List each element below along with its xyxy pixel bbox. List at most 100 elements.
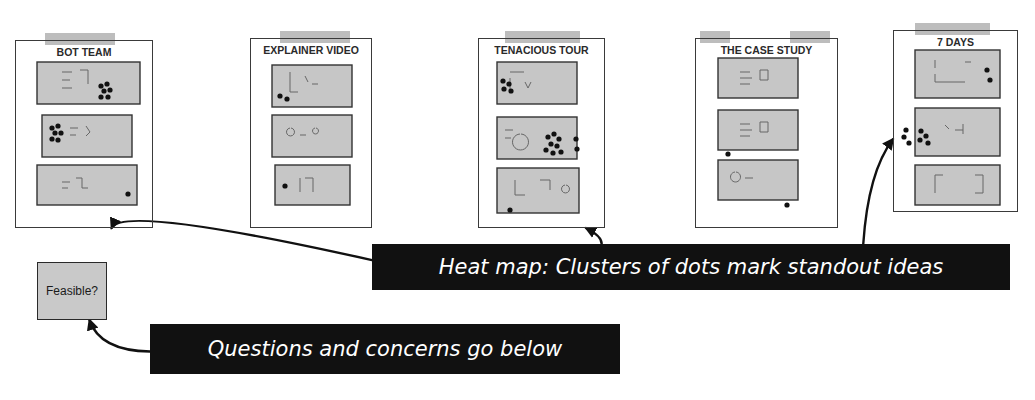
frame <box>718 58 798 98</box>
dot <box>282 183 287 188</box>
frame <box>272 65 352 107</box>
dot <box>550 150 555 155</box>
pointer-arrow <box>112 221 372 260</box>
storyboard-sheet: EXPLAINER VIDEO <box>250 38 372 228</box>
frame <box>275 165 350 205</box>
note-text: Feasible? <box>46 284 98 298</box>
dot <box>52 130 57 135</box>
vote-dots <box>49 67 992 212</box>
sketch <box>510 72 531 92</box>
frame <box>37 62 140 104</box>
frame <box>915 50 1000 98</box>
tape <box>45 33 115 45</box>
sketch <box>935 60 971 82</box>
tape <box>915 23 990 35</box>
frame <box>718 160 798 200</box>
dot <box>984 67 989 72</box>
sheet-heading: TENACIOUS TOUR <box>479 39 604 56</box>
dot <box>55 123 60 128</box>
dot <box>49 136 54 141</box>
sheet-heading: BOT TEAM <box>16 41 152 58</box>
storyboard-sheet: TENACIOUS TOUR <box>478 38 605 228</box>
dot <box>284 96 289 101</box>
dot <box>558 149 563 154</box>
dot <box>55 137 60 142</box>
dot <box>554 143 559 148</box>
sketch <box>70 126 90 136</box>
frame <box>497 117 577 159</box>
sketch <box>290 72 318 92</box>
frame <box>272 115 352 157</box>
dot <box>501 86 506 91</box>
dot <box>903 127 908 132</box>
tape <box>700 31 730 43</box>
dot <box>574 146 579 151</box>
sketch <box>286 128 318 136</box>
dot <box>917 137 922 142</box>
dot <box>987 77 992 82</box>
callout-text: Questions and concerns go below <box>208 337 562 361</box>
sketch <box>740 122 768 136</box>
dot <box>925 140 930 145</box>
sheet-heading: THE CASE STUDY <box>696 39 837 56</box>
callout-text: Heat map: Clusters of dots mark standout… <box>439 255 943 279</box>
sticky-note: Feasible? <box>37 262 107 320</box>
frame <box>718 110 798 150</box>
pointer-arrow <box>90 320 151 352</box>
dot <box>545 134 550 139</box>
tape-strips <box>45 23 990 45</box>
dot <box>573 136 578 141</box>
storyboard-sheet: THE CASE STUDY <box>695 38 838 228</box>
sketch <box>300 178 313 192</box>
dot <box>901 134 906 139</box>
tape <box>505 31 580 43</box>
dot <box>105 94 110 99</box>
dot <box>784 202 789 207</box>
dot <box>506 81 511 86</box>
sketch <box>62 70 88 88</box>
sketch <box>740 70 768 84</box>
frame <box>37 165 137 205</box>
dot <box>49 125 54 130</box>
callout-banner: Heat map: Clusters of dots mark standout… <box>372 244 1010 290</box>
dot <box>500 78 505 83</box>
dot <box>277 93 282 98</box>
callout-banner: Questions and concerns go below <box>150 324 620 374</box>
tape <box>790 31 830 43</box>
dot <box>551 131 556 136</box>
sketch <box>945 124 963 134</box>
storyboard-sheet: BOT TEAM <box>15 40 153 228</box>
sheet-heading: 7 DAYS <box>894 31 1017 48</box>
dot <box>507 207 512 212</box>
storyboard-frames <box>37 50 1000 213</box>
frame <box>497 62 577 104</box>
dot <box>906 140 911 145</box>
pointer-arrow <box>863 139 893 244</box>
dot <box>556 136 561 141</box>
frame <box>497 168 579 213</box>
sketch <box>935 175 983 193</box>
dot <box>101 88 106 93</box>
frame <box>42 115 132 157</box>
dot <box>104 81 109 86</box>
dot <box>107 87 112 92</box>
sketch <box>515 180 570 195</box>
frame-sketches <box>62 60 983 195</box>
sketch <box>62 178 88 188</box>
dot <box>548 141 553 146</box>
dot <box>508 88 513 93</box>
dot <box>98 94 103 99</box>
sheet-heading: EXPLAINER VIDEO <box>251 39 371 56</box>
frame <box>915 165 1000 205</box>
dot <box>58 130 63 135</box>
dot <box>923 133 928 138</box>
dot <box>98 83 103 88</box>
dot <box>725 151 730 156</box>
frame <box>915 108 1000 156</box>
tape <box>280 31 350 43</box>
dot <box>125 191 130 196</box>
sketch <box>505 130 529 150</box>
dot <box>543 147 548 152</box>
sketch <box>731 172 754 182</box>
